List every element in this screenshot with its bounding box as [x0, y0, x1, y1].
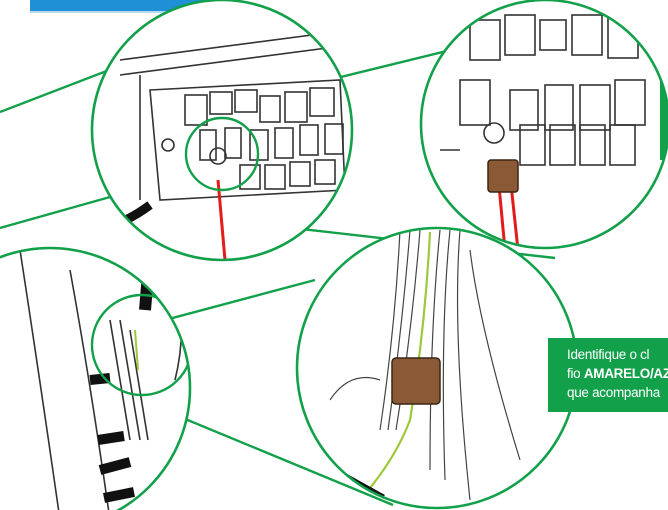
callout-wire-color: AMARELO/AZ — [584, 366, 668, 381]
connector-closeup-illustration — [420, 0, 668, 260]
instruction-callout: Identifique o cl fio AMARELO/AZ que acom… — [548, 338, 668, 412]
callout-line-2-prefix: fio — [567, 366, 584, 381]
callout-line-3: que acompanha — [567, 383, 668, 402]
callout-line-1: Identifique o cl — [567, 345, 668, 364]
callout-line-2: fio AMARELO/AZ — [567, 364, 668, 383]
fuse-box-illustration — [92, 0, 352, 260]
wiring-harness-illustration — [0, 240, 200, 510]
